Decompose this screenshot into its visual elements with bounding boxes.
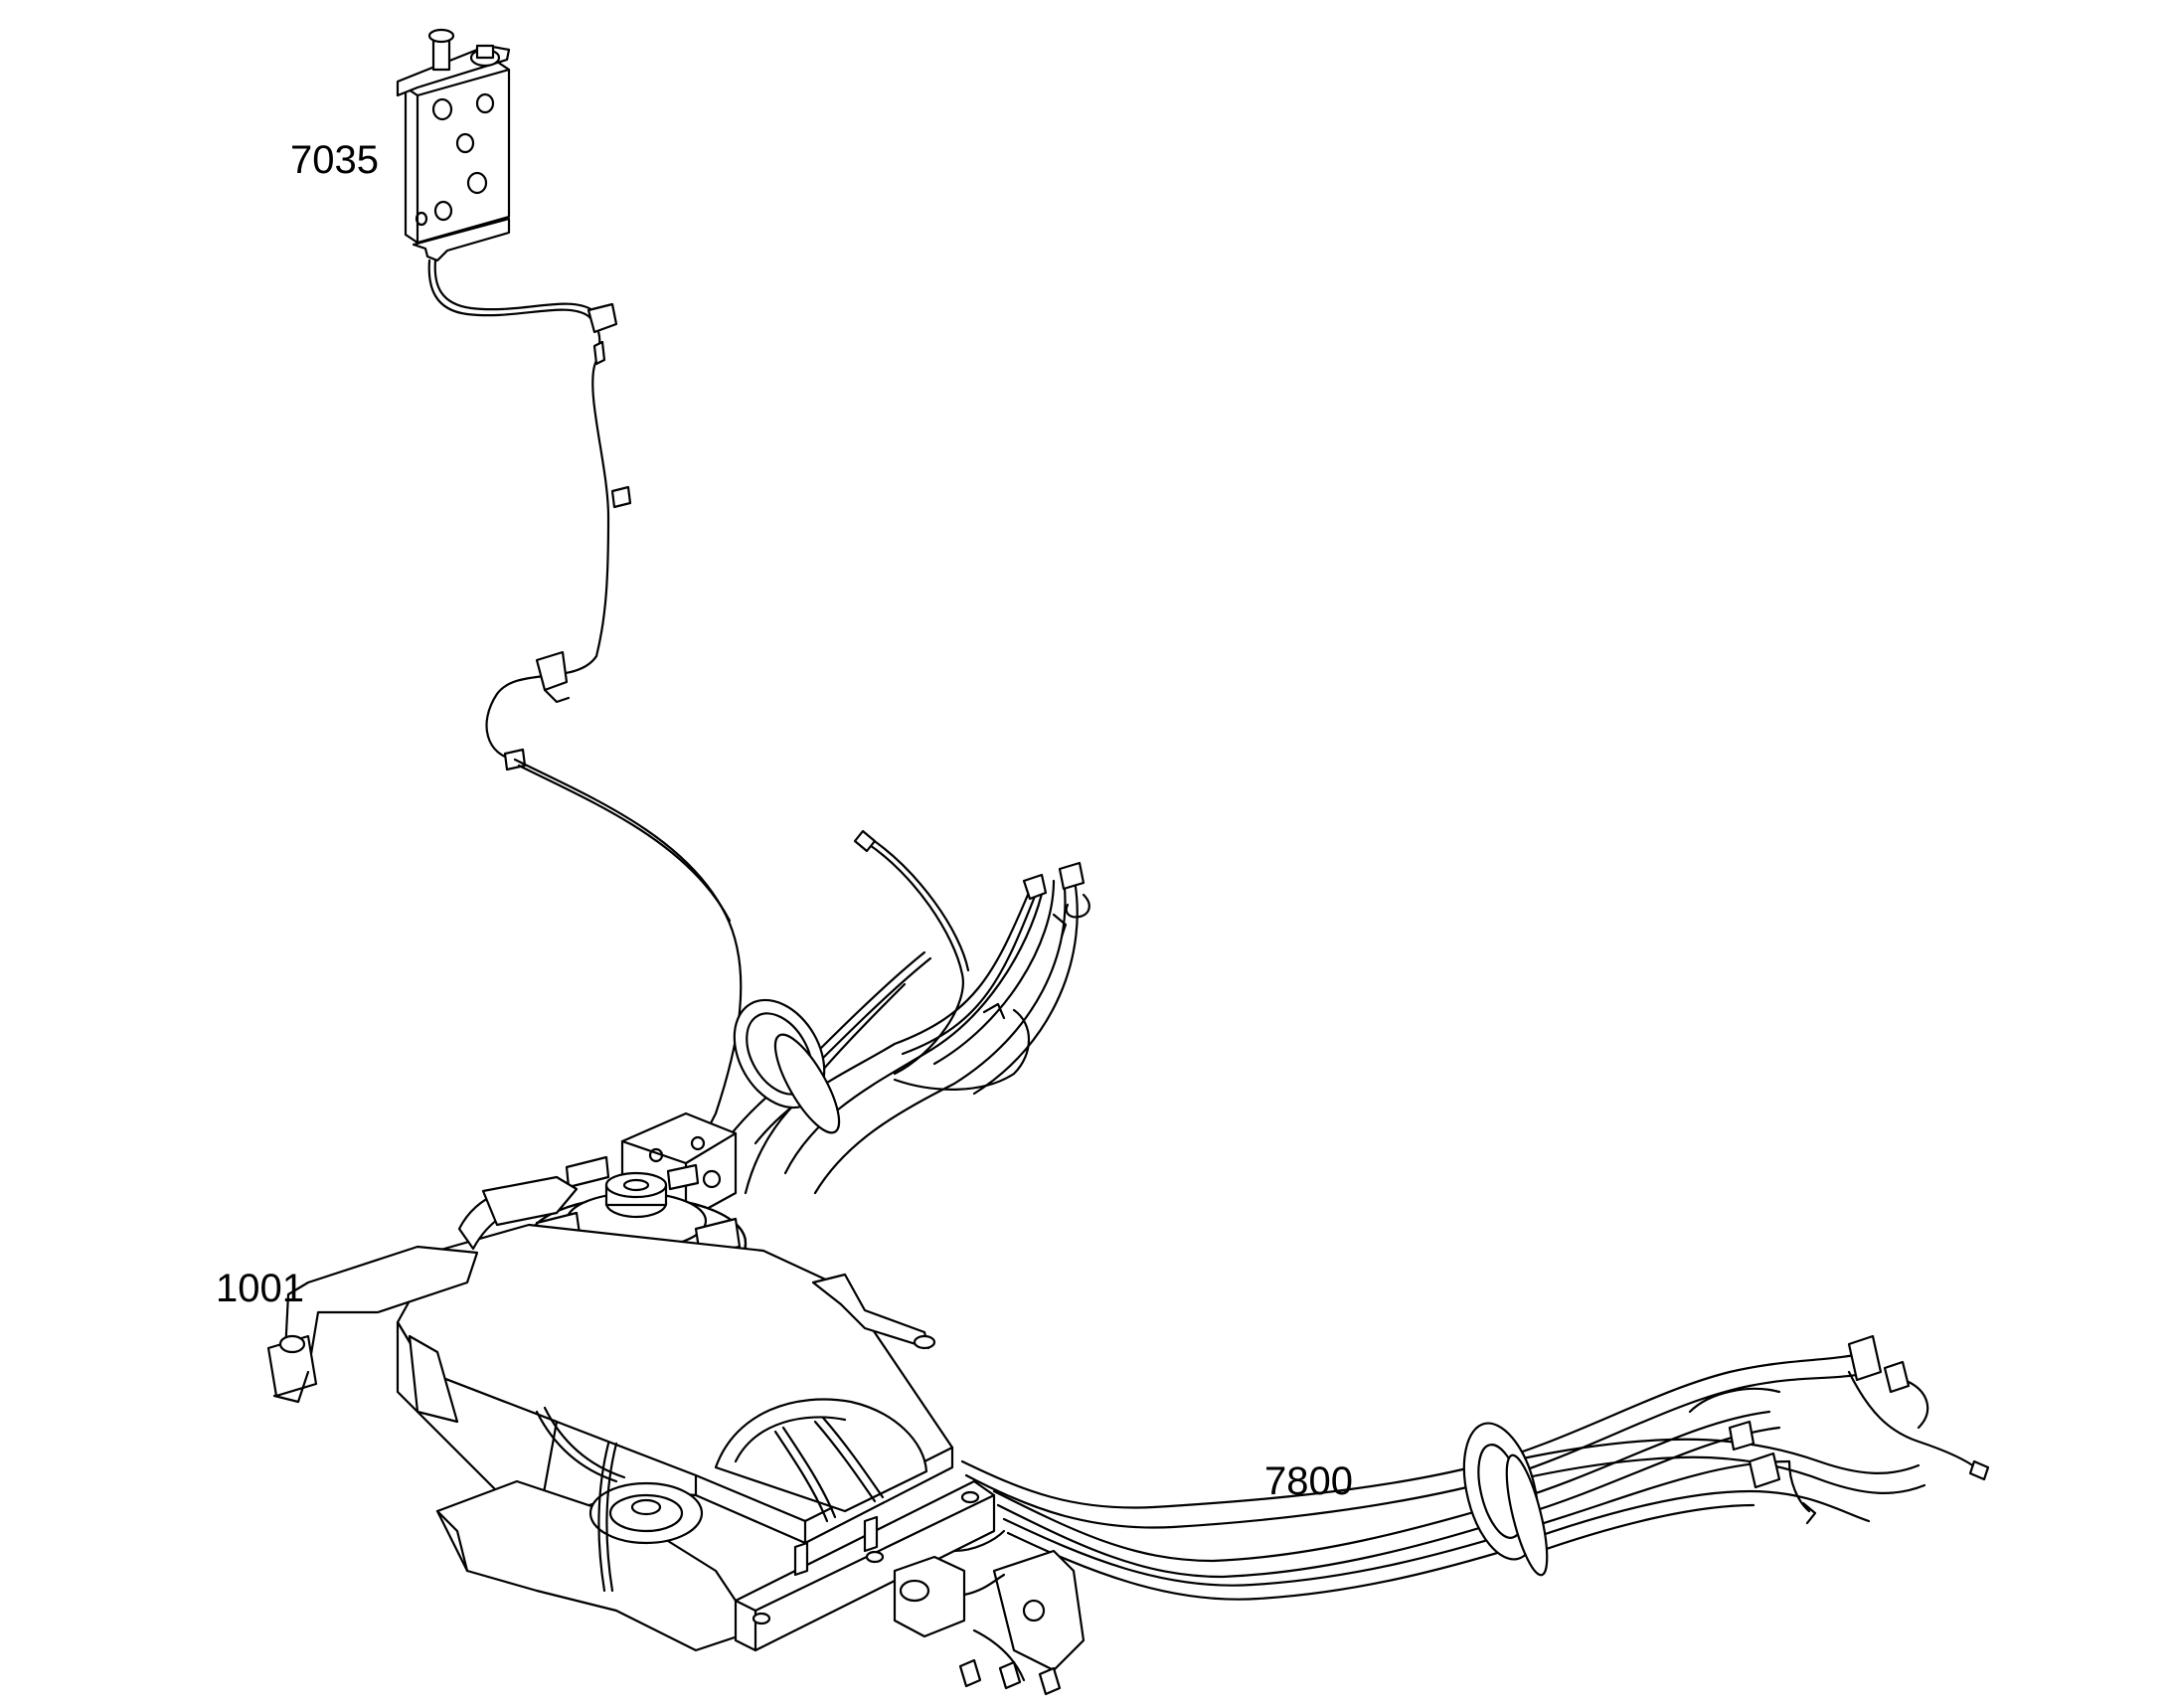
upper-hose-bundle bbox=[694, 829, 1090, 1195]
lower-hose-bundle bbox=[960, 1334, 1990, 1601]
lower-valve-assembly bbox=[893, 1529, 1086, 1696]
callout-hose-kit: 7800 bbox=[1264, 1459, 1353, 1503]
callout-frame: 1001 bbox=[216, 1267, 304, 1310]
frame-assembly bbox=[266, 1175, 996, 1652]
callout-valve-block: 7035 bbox=[290, 138, 379, 182]
valve-block-assembly bbox=[396, 28, 511, 262]
control-cable bbox=[427, 258, 743, 1205]
